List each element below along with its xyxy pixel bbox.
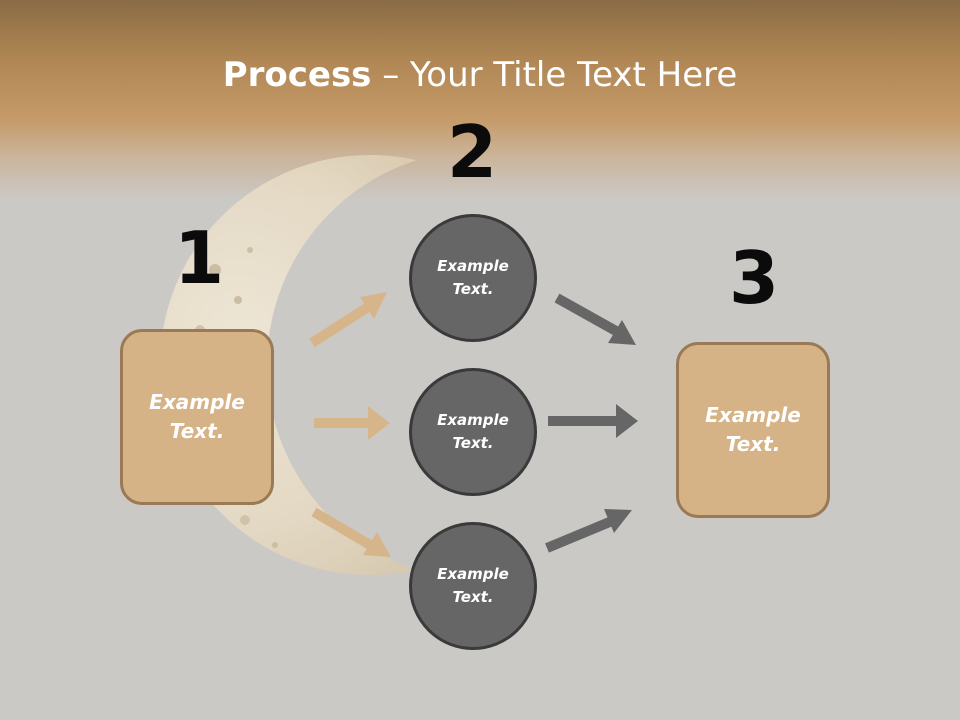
arrow-left-to-middle — [314, 406, 390, 440]
arrow-top-to-right — [554, 293, 636, 345]
step-number-1: 1 — [173, 216, 225, 300]
right-process-box: Example Text. — [676, 342, 830, 518]
title-bold: Process — [222, 55, 372, 95]
arrow-middle-to-right — [548, 404, 638, 438]
step-number-2: 2 — [446, 110, 498, 194]
slide-title: Process – Your Title Text Here — [0, 52, 960, 98]
circle-top: Example Text. — [409, 214, 537, 342]
arrow-left-to-top — [309, 292, 387, 348]
left-process-box: Example Text. — [120, 329, 274, 505]
circle-bottom: Example Text. — [409, 522, 537, 650]
step-number-3: 3 — [728, 236, 780, 320]
arrow-bottom-to-right — [545, 509, 632, 553]
circle-middle: Example Text. — [409, 368, 537, 496]
title-rest: – Your Title Text Here — [371, 55, 738, 95]
arrow-left-to-bottom — [311, 507, 391, 557]
